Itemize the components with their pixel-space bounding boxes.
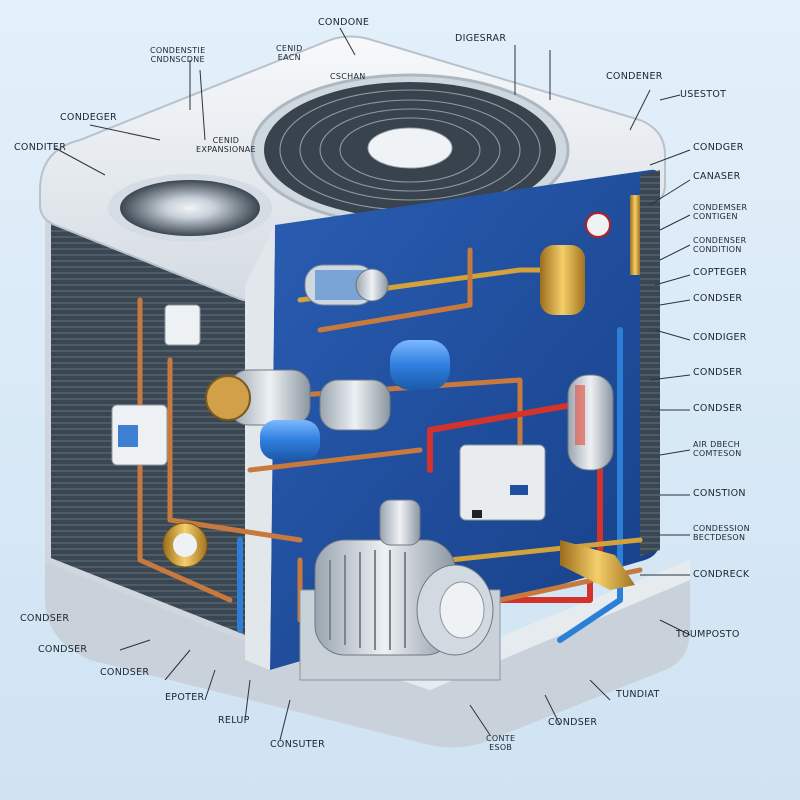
filter-drier-blue bbox=[260, 340, 450, 460]
callout-bottom-left-3: CONDSER bbox=[100, 667, 150, 678]
filter-cylinder bbox=[304, 264, 389, 306]
callout-right-10-line2: COMTESON bbox=[693, 449, 742, 459]
accumulator-tank bbox=[567, 374, 614, 471]
callout-right-4: CONDENSER CONDITION bbox=[693, 236, 746, 254]
callout-right-12: CONDESSION BECTDESON bbox=[693, 524, 750, 542]
callout-right-14: TOUMPOSTO bbox=[676, 629, 740, 640]
callout-bottom-4: EPOTER bbox=[165, 692, 205, 703]
callout-right-2: CANASER bbox=[693, 171, 741, 182]
callout-top-condone: CONDONE bbox=[318, 17, 370, 28]
callout-bottom-8: CONDSER bbox=[548, 717, 598, 728]
compressor bbox=[299, 499, 501, 681]
callout-top-right-2: CONDENER bbox=[606, 71, 663, 82]
callout-top-left-condenser-line2: CNDNSCDNE bbox=[150, 55, 205, 65]
callout-right-3-line1: CONDEMSER bbox=[693, 203, 748, 212]
control-box-left bbox=[111, 404, 168, 466]
callout-right-12-line2: BECTDESON bbox=[693, 533, 746, 543]
callout-top-small-1: CENID EACN bbox=[276, 44, 303, 62]
callout-bottom-7: CONTE ESOB bbox=[486, 734, 515, 752]
callout-right-4-line2: CONDITION bbox=[693, 245, 742, 255]
callout-left-condenser-top: CONDEGER bbox=[60, 112, 117, 123]
callout-bottom-7-line2: ESOB bbox=[489, 743, 513, 753]
callout-right-10-line1: AIR DBECH bbox=[693, 440, 740, 449]
disconnect-switch bbox=[164, 304, 201, 346]
expansion-valve bbox=[540, 195, 640, 315]
callout-right-8: CONDSER bbox=[693, 367, 743, 378]
callout-bottom-6: CONSUTER bbox=[270, 739, 326, 750]
left-gauge-valve bbox=[162, 522, 208, 568]
right-grille bbox=[640, 170, 660, 556]
leader-lines bbox=[54, 27, 691, 741]
callout-right-4-line1: CONDENSER bbox=[693, 236, 747, 245]
callout-bottom-left-2: CONDSER bbox=[38, 644, 88, 655]
callout-top-small-1-line1: CENID bbox=[276, 44, 303, 53]
control-box-center bbox=[459, 444, 546, 521]
callout-right-10: AIR DBECH COMTESON bbox=[693, 440, 742, 458]
housing-corner bbox=[245, 225, 275, 670]
callout-top-small-3: CENID EXPANSIONAE bbox=[196, 136, 256, 154]
callout-top-small-1-line2: EACN bbox=[277, 53, 301, 63]
callout-top-left-condenser-line1: CONDENSTIE bbox=[150, 46, 206, 55]
left-fan-blades bbox=[120, 180, 260, 236]
callout-top-right-3: USESTOT bbox=[680, 89, 727, 100]
callout-right-3: CONDEMSER CONTIGEN bbox=[693, 203, 747, 221]
main-fan-hub bbox=[367, 127, 453, 169]
piping bbox=[137, 247, 643, 643]
callout-bottom-7-line1: CONTE bbox=[486, 734, 516, 743]
service-valve bbox=[560, 540, 635, 590]
callout-top-right-1: DIGESRAR bbox=[455, 33, 507, 44]
callout-bottom-left-1: CONDSER bbox=[20, 613, 70, 624]
callout-right-12-line1: CONDESSION bbox=[693, 524, 750, 533]
callout-right-1: CONDGER bbox=[693, 142, 744, 153]
callout-bottom-9: TUNDIAT bbox=[616, 689, 660, 700]
callout-right-6: CONDSER bbox=[693, 293, 743, 304]
callout-right-11: CONSTION bbox=[693, 488, 746, 499]
callout-right-3-line2: CONTIGEN bbox=[693, 212, 738, 222]
base-plate-side bbox=[45, 560, 690, 748]
callout-right-13: CONDRECK bbox=[693, 569, 750, 580]
callout-top-small-3-line2: EXPANSIONAE bbox=[196, 145, 256, 155]
callout-right-7: CONDIGER bbox=[693, 332, 747, 343]
callout-top-small-2: CSCHAN bbox=[330, 72, 366, 81]
callout-top-small-3-line1: CENID bbox=[212, 136, 240, 145]
fan-motor-left bbox=[205, 369, 311, 426]
callout-bottom-5: RELUP bbox=[218, 715, 250, 726]
callout-top-left-condenser: CONDENSTIE CNDNSCDNE bbox=[150, 46, 205, 64]
callout-left-conditer: CONDITER bbox=[14, 142, 67, 153]
callout-right-5: COPTEGER bbox=[693, 267, 748, 278]
callout-right-9: CONDSER bbox=[693, 403, 743, 414]
